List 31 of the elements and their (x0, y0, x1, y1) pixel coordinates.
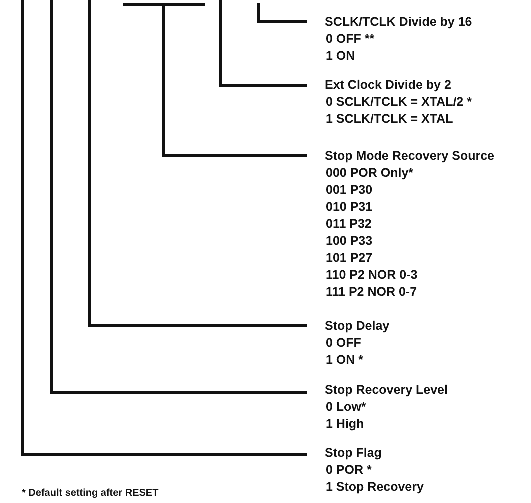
leader-line (88, 0, 307, 328)
field-option: 100 P33 (326, 233, 494, 250)
leader-line (22, 0, 307, 456)
field-title: SCLK/TCLK Divide by 16 (325, 14, 472, 31)
field-option: 111 P2 NOR 0-7 (326, 284, 494, 301)
leader-line (220, 0, 307, 88)
field-option: 1 SCLK/TCLK = XTAL (326, 111, 472, 128)
field-option: 1 High (326, 416, 448, 433)
field-option: 1 ON * (326, 352, 390, 369)
field-option: 0 POR * (326, 462, 424, 479)
field-option: 0 OFF ** (326, 31, 472, 48)
field-option: 1 ON (326, 48, 472, 65)
field-title: Stop Flag (325, 445, 383, 462)
field-title: Stop Recovery Level (325, 382, 448, 399)
field-option: 000 POR Only* (326, 165, 494, 182)
field-option: 010 P31 (326, 199, 494, 216)
field-title: Stop Mode Recovery Source (325, 148, 494, 165)
field-option: 1 Stop Recovery (326, 479, 424, 496)
field-title: Ext Clock Divide by 2 (325, 77, 452, 94)
leader-line (258, 3, 307, 24)
field-title: Stop Delay (325, 318, 390, 335)
field-option: 0 Low* (326, 399, 448, 416)
field-option: 0 SCLK/TCLK = XTAL/2 * (326, 94, 472, 111)
footnote: * Default setting after RESET (22, 488, 159, 499)
leader-line (122, 4, 308, 158)
field-option: 001 P30 (326, 182, 494, 199)
leader-line (50, 0, 307, 394)
field-option: 011 P32 (326, 216, 494, 233)
field-option: 110 P2 NOR 0-3 (326, 267, 494, 284)
field-option: 101 P27 (326, 250, 494, 267)
field-option: 0 OFF (326, 335, 390, 352)
